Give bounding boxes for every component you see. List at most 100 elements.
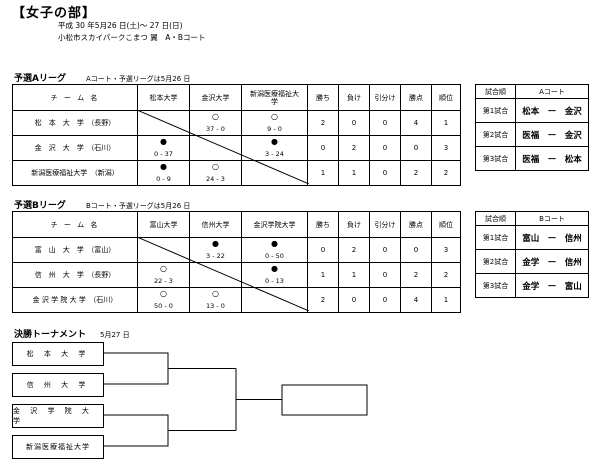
loss-mark: ● [160, 162, 167, 171]
draws-value: 0 [369, 237, 401, 263]
losses-value: 2 [338, 237, 370, 263]
points-value: 4 [400, 110, 432, 136]
table-row: 第3試合 金学 ー 富山 [475, 273, 589, 298]
win-mark: ○ [271, 112, 278, 121]
match-score: 3 - 24 [265, 150, 284, 158]
match-score: 24 - 3 [206, 175, 225, 183]
draws-value: 0 [369, 110, 401, 136]
wins-value: 1 [307, 160, 339, 186]
wins-value: 0 [307, 237, 339, 263]
opponent-header: 新潟医療福祉大学 [241, 84, 308, 111]
league-a-table: チ ー ム 名 松本大学 金沢大学 新潟医療福祉大学 勝ち 負け 引分け 勝点 … [12, 84, 461, 186]
win-mark: ○ [160, 289, 167, 298]
team-name: 金 沢 学 院 大 学 （石川） [12, 287, 138, 313]
match-score: 3 - 22 [206, 252, 225, 260]
table-row: 金 沢 学 院 大 学 （石川） ○50 - 0 ○13 - 0 2 0 0 4… [12, 287, 461, 313]
match-order: 第1試合 [475, 225, 516, 250]
win-mark: ○ [212, 112, 219, 121]
table-row: 第3試合 医福 ー 松本 [475, 146, 589, 171]
draws-header: 引分け [369, 211, 401, 238]
match-score: 50 - 0 [154, 302, 173, 310]
draws-value: 0 [369, 262, 401, 288]
league-b-note: Bコート・予選リーグは5月26 日 [86, 202, 191, 210]
points-value: 0 [400, 237, 432, 263]
match-score: 9 - 0 [267, 125, 282, 133]
rank-header: 順位 [431, 211, 461, 238]
points-header: 勝点 [400, 84, 432, 111]
bracket-team: 松 本 大 学 [12, 342, 104, 366]
match-score: 0 - 37 [154, 150, 173, 158]
opponent-header: 金沢学院大学 [241, 211, 308, 238]
tournament-title: 決勝トーナメント [14, 330, 87, 340]
draws-header: 引分け [369, 84, 401, 111]
draws-value: 0 [369, 135, 401, 161]
loss-mark: ● [271, 137, 278, 146]
opponent-header: 金沢大学 [189, 84, 242, 111]
rank-value: 3 [431, 237, 461, 263]
matchup: 松本 ー 金沢 [515, 98, 589, 123]
rank-value: 1 [431, 287, 461, 313]
diagonal-line [137, 110, 309, 184]
wins-value: 1 [307, 262, 339, 288]
opponent-header: 松本大学 [137, 84, 190, 111]
league-b-title: 予選Bリーグ [14, 201, 66, 211]
schedule-a-table: 試合順 Aコート 第1試合 松本 ー 金沢 第2試合 医福 ー 金沢 第3試合 … [475, 84, 589, 171]
losses-header: 負け [338, 84, 370, 111]
match-order: 第3試合 [475, 146, 516, 171]
wins-value: 2 [307, 110, 339, 136]
points-value: 4 [400, 287, 432, 313]
wins-value: 2 [307, 287, 339, 313]
losses-value: 1 [338, 262, 370, 288]
league-a-note: Aコート・予選リーグは5月26 日 [86, 75, 191, 83]
losses-header: 負け [338, 211, 370, 238]
table-row: 第1試合 富山 ー 信州 [475, 225, 589, 250]
table-row: 第1試合 松本 ー 金沢 [475, 98, 589, 123]
tournament-date: 5月27 日 [100, 331, 130, 339]
table-row: 信 州 大 学 （長野） ○22 - 3 ●0 - 13 1 1 0 2 2 [12, 262, 461, 288]
table-row: 松 本 大 学 （長野） ○37 - 0 ○9 - 0 2 0 0 4 1 [12, 110, 461, 136]
result-cell: ○ 22 - 3 [137, 262, 190, 288]
team-name-header: チ ー ム 名 [12, 84, 138, 111]
result-cell: ○ 9 - 0 [241, 110, 308, 136]
points-header: 勝点 [400, 211, 432, 238]
losses-value: 2 [338, 135, 370, 161]
points-value: 0 [400, 135, 432, 161]
event-venue: 小松市スカイパークこまつ 翼 A・Bコート [58, 33, 206, 42]
table-row: 第2試合 金学 ー 信州 [475, 249, 589, 274]
team-name: 金 沢 大 学 （石川） [12, 135, 138, 161]
table-row: 第2試合 医福 ー 金沢 [475, 122, 589, 147]
match-score: 37 - 0 [206, 125, 225, 133]
match-score: 0 - 13 [265, 277, 284, 285]
order-header: 試合順 [475, 84, 516, 99]
loss-mark: ● [160, 137, 167, 146]
loss-mark: ● [271, 264, 278, 273]
wins-header: 勝ち [307, 84, 339, 111]
table-row: 富 山 大 学 （富山） ●3 - 22 ●0 - 50 0 2 0 0 3 [12, 237, 461, 263]
points-value: 2 [400, 160, 432, 186]
win-mark: ○ [160, 264, 167, 273]
event-dates: 平成 30 年5月26 日(土)～ 27 日(日) [58, 21, 183, 30]
matchup: 医福 ー 松本 [515, 146, 589, 171]
rank-value: 3 [431, 135, 461, 161]
order-header: 試合順 [475, 211, 516, 226]
bracket-team: 信 州 大 学 [12, 373, 104, 397]
rank-value: 2 [431, 262, 461, 288]
match-score: 0 - 50 [265, 252, 284, 260]
win-mark: ○ [212, 289, 219, 298]
result-cell: ○ 24 - 3 [189, 160, 242, 186]
result-cell: ○ 50 - 0 [137, 287, 190, 313]
table-row: 新潟医療福祉大学 （新潟） ●0 - 9 ○24 - 3 1 1 0 2 2 [12, 160, 461, 186]
match-order: 第3試合 [475, 273, 516, 298]
losses-value: 1 [338, 160, 370, 186]
team-name: 松 本 大 学 （長野） [12, 110, 138, 136]
wins-value: 0 [307, 135, 339, 161]
self-match-cell [241, 287, 308, 313]
match-order: 第1試合 [475, 98, 516, 123]
team-name-header: チ ー ム 名 [12, 211, 138, 238]
match-score: 13 - 0 [206, 302, 225, 310]
match-score: 22 - 3 [154, 277, 173, 285]
win-mark: ○ [212, 162, 219, 171]
losses-value: 0 [338, 287, 370, 313]
schedule-b-table: 試合順 Bコート 第1試合 富山 ー 信州 第2試合 金学 ー 信州 第3試合 … [475, 211, 589, 298]
matchup: 医福 ー 金沢 [515, 122, 589, 147]
